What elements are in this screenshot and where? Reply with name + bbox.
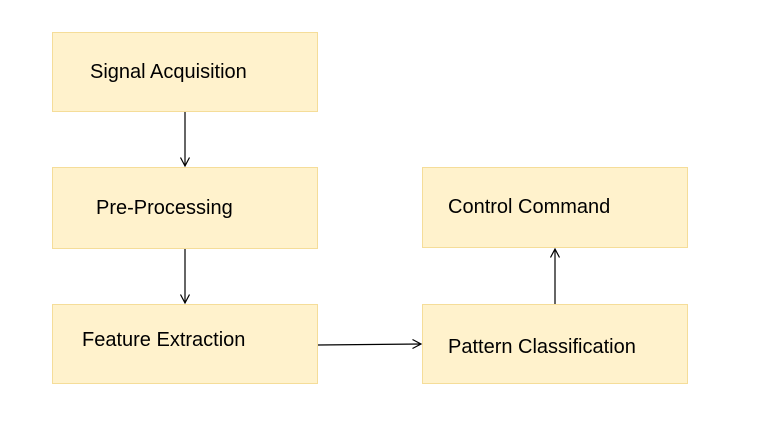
node-signal-acquisition: Signal Acquisition [52, 32, 318, 112]
node-control-command: Control Command [422, 167, 688, 248]
node-pattern-classification: Pattern Classification [422, 304, 688, 384]
node-label: Feature Extraction [82, 328, 246, 351]
node-label: Pattern Classification [448, 335, 636, 358]
arrow-feature-to-pattern [317, 338, 423, 350]
node-label: Signal Acquisition [90, 60, 247, 83]
arrow-signal-to-preprocessing [179, 112, 191, 168]
arrow-preprocessing-to-feature [179, 249, 191, 305]
arrow-pattern-to-control [549, 247, 561, 304]
node-feature-extraction: Feature Extraction [52, 304, 318, 384]
node-label: Control Command [448, 196, 611, 218]
node-pre-processing: Pre-Processing [52, 167, 318, 249]
node-label: Pre-Processing [96, 196, 233, 219]
